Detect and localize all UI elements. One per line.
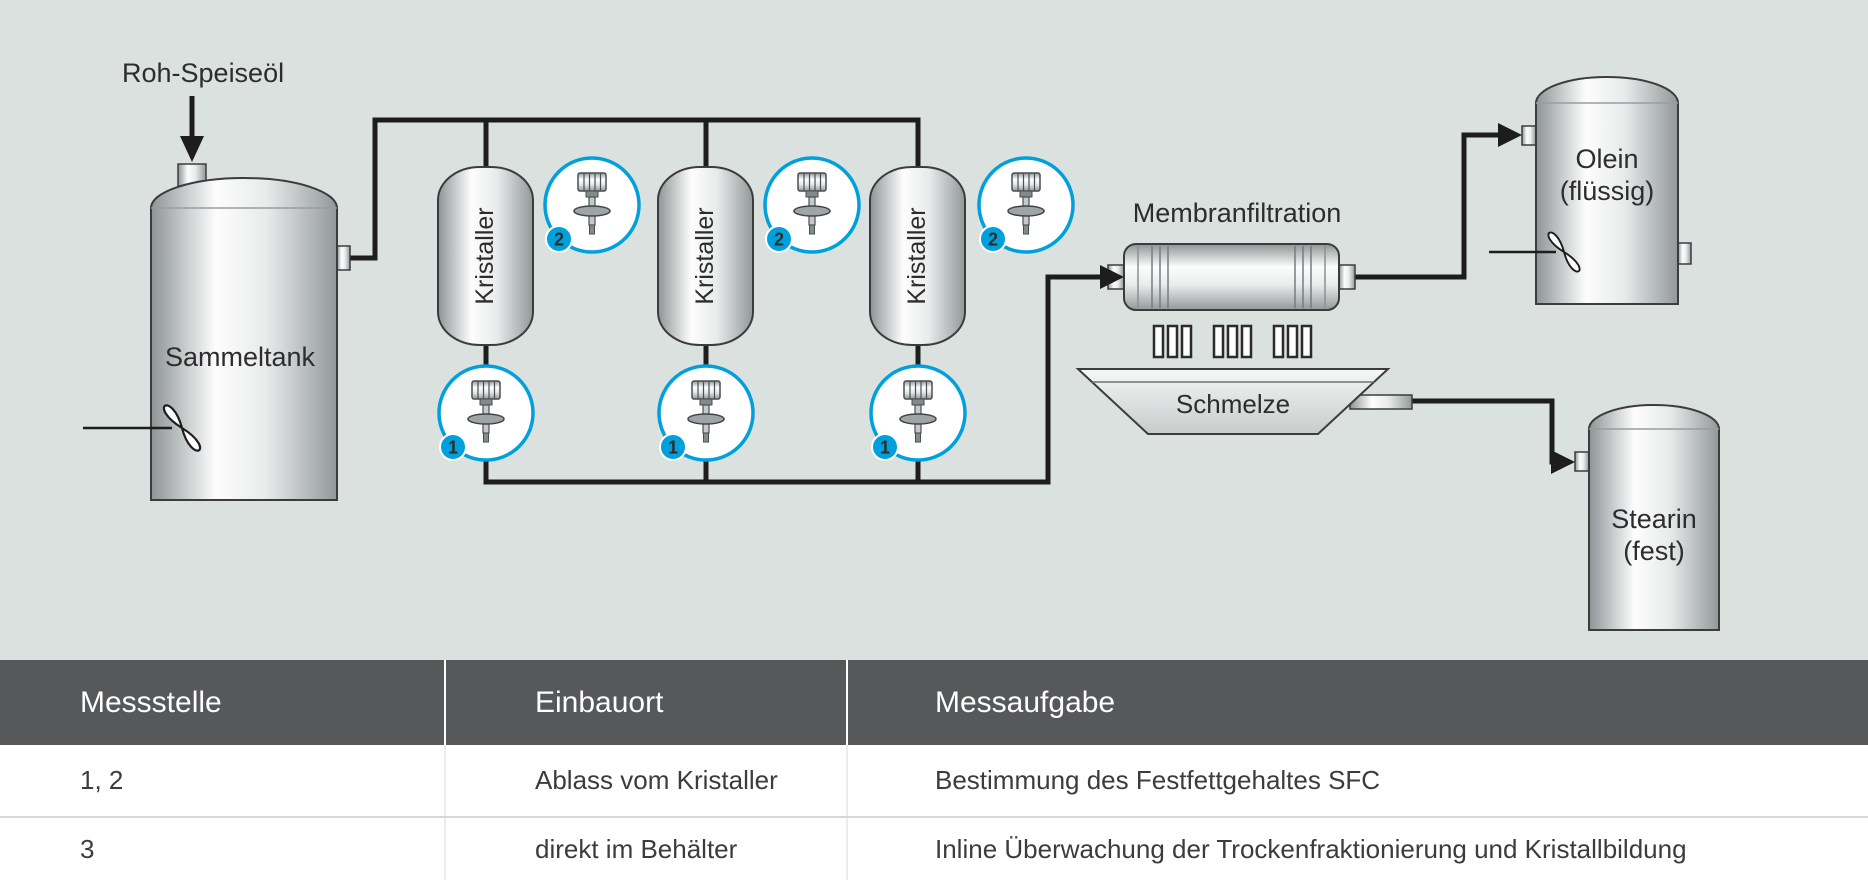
table-cell-messaufgabe: Bestimmung des Festfettgehaltes SFC bbox=[846, 745, 1868, 816]
membrane-filter bbox=[1123, 243, 1340, 311]
table-row: 3 direkt im Behälter Inline Überwachung … bbox=[0, 818, 1868, 880]
sensor-badge bbox=[659, 433, 687, 461]
collect-tank-label: Sammeltank bbox=[165, 342, 316, 372]
flow-arrow-icon bbox=[180, 136, 204, 162]
flow-arrow-icon bbox=[1100, 265, 1124, 289]
table-cell-messstelle: 1, 2 bbox=[80, 765, 124, 795]
olein-inlet-stub bbox=[1521, 125, 1537, 146]
measurement-point-1: 1 bbox=[437, 364, 535, 462]
sensor-badge-number: 2 bbox=[774, 230, 784, 250]
stearin-label-line1: Stearin bbox=[1611, 504, 1697, 534]
table-header-einbauort: Einbauort bbox=[444, 660, 846, 745]
sensor-badge-number: 2 bbox=[554, 230, 564, 250]
crystallizer-label: Kristaller bbox=[903, 207, 931, 304]
stearin-tank bbox=[1588, 404, 1720, 631]
olein-label-line2: (flüssig) bbox=[1560, 176, 1655, 206]
olein-outlet-stub bbox=[1677, 242, 1692, 265]
table-row: 1, 2 Ablass vom Kristaller Bestimmung de… bbox=[0, 745, 1868, 818]
filter-discharge-bars bbox=[1152, 324, 1313, 359]
table-cell-einbauort: direkt im Behälter bbox=[444, 818, 846, 880]
collect-tank bbox=[150, 177, 338, 501]
sensor-badge bbox=[765, 225, 793, 253]
flow-arrow-icon bbox=[1498, 123, 1522, 147]
agitators bbox=[83, 231, 1581, 452]
table-cell-messaufgabe: Inline Überwachung der Trockenfraktionie… bbox=[846, 818, 1868, 880]
table-header-messaufgabe: Messaufgabe bbox=[846, 660, 1868, 745]
filter-outlet-stub bbox=[1338, 264, 1356, 290]
crystallizer-label: Kristaller bbox=[471, 207, 499, 304]
sensor-badge bbox=[979, 225, 1007, 253]
sensor-badge-number: 1 bbox=[668, 438, 678, 458]
crystallizer-3 bbox=[869, 166, 966, 346]
sensor-badge-number: 1 bbox=[448, 438, 458, 458]
olein-label-line1: Olein bbox=[1575, 144, 1638, 174]
stearin-inlet-stub bbox=[1574, 451, 1590, 472]
measurement-point-2: 2 bbox=[977, 156, 1075, 254]
sensor-badge bbox=[545, 225, 573, 253]
table-cell-einbauort: Ablass vom Kristaller bbox=[444, 745, 846, 816]
crystallizer-1 bbox=[437, 166, 534, 346]
sensor-badge-number: 2 bbox=[988, 230, 998, 250]
melt-tray-label: Schmelze bbox=[1176, 389, 1290, 419]
process-diagram: Roh-Speiseöl Sammeltank Kristaller Krist… bbox=[0, 0, 1868, 660]
measurement-table: Messstelle Einbauort Messaufgabe 1, 2 Ab… bbox=[0, 660, 1868, 880]
flow-arrow-icon bbox=[1551, 450, 1575, 474]
feed-label: Roh-Speiseöl bbox=[122, 58, 284, 88]
olein-pipe bbox=[1355, 132, 1500, 280]
stearin-label-line2: (fest) bbox=[1623, 536, 1685, 566]
melt-tray bbox=[1075, 368, 1391, 435]
crystallizer-vessels bbox=[437, 166, 966, 346]
sensor-badge bbox=[439, 433, 467, 461]
sensor-badge-number: 1 bbox=[880, 438, 890, 458]
measurement-point-2: 2 bbox=[763, 156, 861, 254]
crystallizer-2 bbox=[657, 166, 754, 346]
top-manifold-pipe bbox=[344, 117, 921, 261]
olein-tank bbox=[1535, 76, 1679, 305]
measurement-points: 2 2 2 1 bbox=[437, 156, 1075, 462]
diagram-labels: Roh-Speiseöl Sammeltank Kristaller Krist… bbox=[122, 58, 1697, 566]
measurement-point-2: 2 bbox=[543, 156, 641, 254]
measurement-point-1: 1 bbox=[869, 364, 967, 462]
sensor-badge bbox=[871, 433, 899, 461]
measurement-point-1: 1 bbox=[657, 364, 755, 462]
table-cell-messstelle: 3 bbox=[80, 833, 95, 864]
flow-arrows bbox=[180, 123, 1575, 474]
table-header-row: Messstelle Einbauort Messaufgabe bbox=[0, 660, 1868, 745]
membrane-filter-label: Membranfiltration bbox=[1133, 198, 1342, 228]
table-header-messstelle: Messstelle bbox=[80, 685, 222, 719]
process-diagram-svg: Roh-Speiseöl Sammeltank Kristaller Krist… bbox=[0, 0, 1868, 660]
crystallizer-label: Kristaller bbox=[691, 207, 719, 304]
tray-outlet-stub bbox=[1349, 394, 1413, 410]
collect-tank-outlet bbox=[336, 245, 351, 271]
